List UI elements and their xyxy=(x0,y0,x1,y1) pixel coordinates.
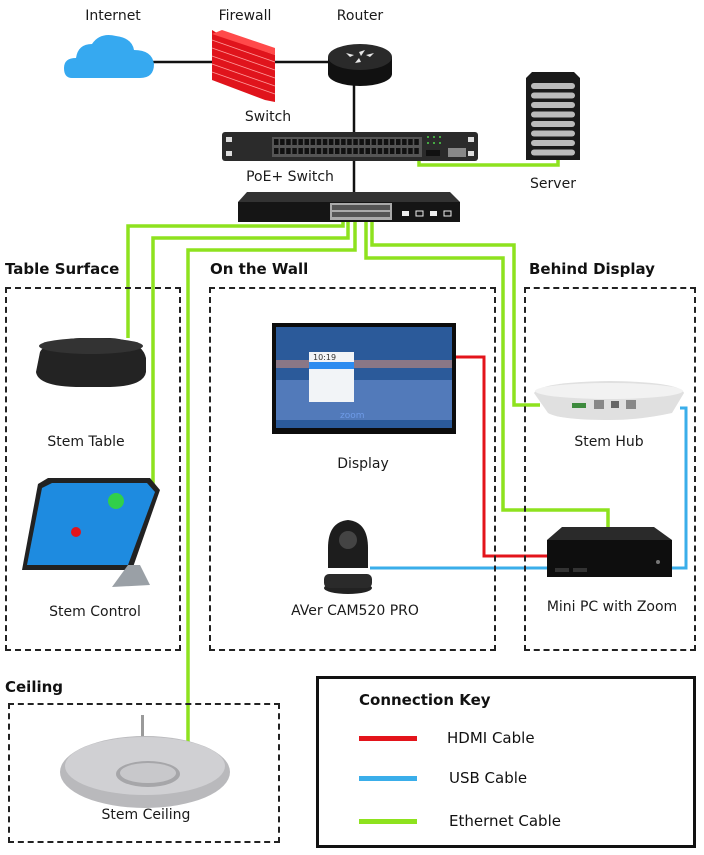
zone-ceiling xyxy=(8,703,280,843)
hdmi-swatch xyxy=(359,736,417,741)
ethernet-swatch xyxy=(359,819,417,824)
router-label: Router xyxy=(336,8,384,24)
zone-behind-display xyxy=(524,287,696,651)
connection-key: Connection Key HDMI Cable USB Cable Ethe… xyxy=(316,676,696,848)
display-label: Display xyxy=(337,456,389,472)
key-item-ethernet: Ethernet Cable xyxy=(359,812,659,832)
zone-title-on-the-wall: On the Wall xyxy=(210,260,309,278)
server-label: Server xyxy=(530,176,576,192)
usb-swatch xyxy=(359,776,417,781)
key-item-hdmi: HDMI Cable xyxy=(359,729,659,749)
ethernet-switch-server xyxy=(417,152,560,167)
stem-ceiling-label: Stem Ceiling xyxy=(101,807,191,823)
zone-title-ceiling: Ceiling xyxy=(5,678,64,696)
stem-control-label: Stem Control xyxy=(49,604,141,620)
zone-title-behind-display: Behind Display xyxy=(529,260,655,278)
zone-on-the-wall xyxy=(209,287,496,651)
ethernet-poe-stem-ceiling xyxy=(186,217,357,747)
mini-pc-label: Mini PC with Zoom xyxy=(546,599,678,615)
ethernet-poe-mini-pc xyxy=(364,217,610,527)
connection-key-title: Connection Key xyxy=(359,691,491,709)
internet-label: Internet xyxy=(85,8,141,24)
usb-label: USB Cable xyxy=(449,769,528,787)
ethernet-poe-stem-hub xyxy=(370,217,540,407)
hdmi-display-minipc xyxy=(455,355,547,558)
poe-switch-label: PoE+ Switch xyxy=(246,169,334,185)
camera-label: AVer CAM520 PRO xyxy=(291,603,419,619)
hdmi-label: HDMI Cable xyxy=(447,729,535,747)
zone-table-surface xyxy=(5,287,181,651)
switch-label: Switch xyxy=(244,109,292,125)
ethernet-label: Ethernet Cable xyxy=(449,812,561,830)
ethernet-poe-stem-control xyxy=(151,217,350,484)
key-item-usb: USB Cable xyxy=(359,769,659,789)
zone-title-table-surface: Table Surface xyxy=(5,260,120,278)
stem-hub-label: Stem Hub xyxy=(574,434,644,450)
firewall-label: Firewall xyxy=(218,8,272,24)
stem-table-label: Stem Table xyxy=(47,434,125,450)
